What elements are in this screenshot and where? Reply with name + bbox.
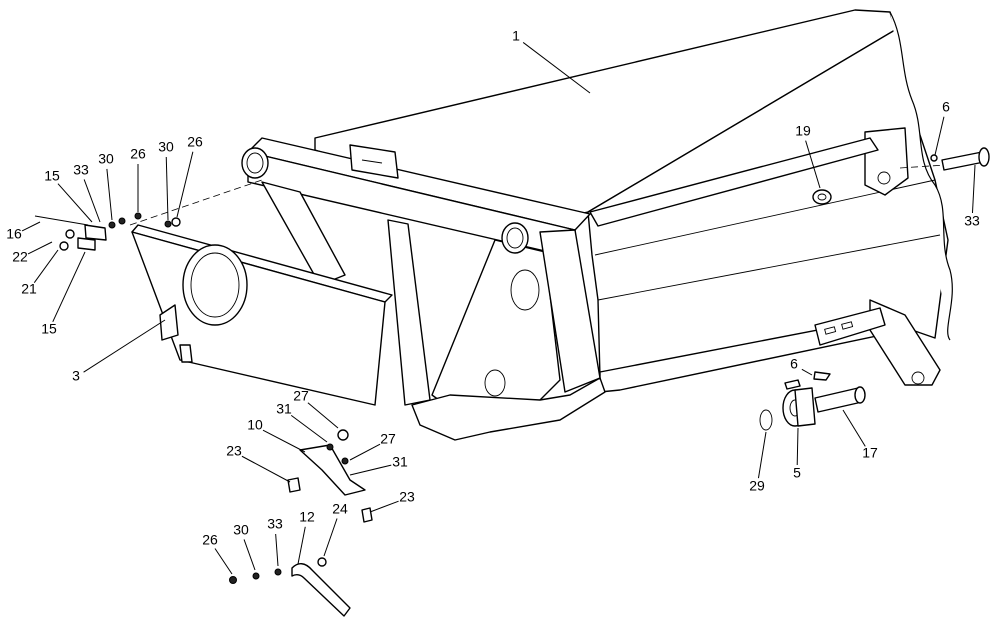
- callout-label-17: 17: [862, 445, 878, 461]
- leader-line-30: [106, 168, 113, 221]
- callout-label-27: 27: [380, 431, 396, 447]
- part-10-bracket: [287, 429, 373, 523]
- tube-end-right: [501, 222, 529, 254]
- callout-label-31: 31: [392, 454, 408, 470]
- leader-line-26: [176, 151, 194, 218]
- leader-line-30: [165, 156, 169, 221]
- leader-line-27: [349, 443, 381, 461]
- hinge-hardware: [34, 212, 181, 251]
- leader-line-17: [842, 409, 866, 447]
- leader-line-1: [522, 42, 591, 94]
- part-3-cover-panel: [131, 224, 393, 406]
- leader-line-23: [241, 455, 291, 483]
- leader-line-31: [349, 464, 392, 476]
- leader-line-30: [243, 539, 256, 571]
- leader-line-10: [262, 429, 306, 453]
- leader-line-12: [297, 526, 306, 565]
- callout-label-21: 21: [21, 281, 37, 297]
- leader-line-33: [275, 533, 279, 567]
- leader-line-24: [323, 518, 338, 557]
- callout-label-33: 33: [73, 162, 89, 178]
- leader-line-22: [27, 241, 53, 255]
- callout-label-27: 27: [293, 388, 309, 404]
- leader-line-15: [57, 183, 93, 223]
- callout-label-15: 15: [44, 168, 60, 184]
- callout-label-23: 23: [226, 443, 242, 459]
- callout-label-26: 26: [202, 532, 218, 548]
- callout-label-30: 30: [233, 522, 249, 538]
- tube-end-left: [241, 147, 269, 179]
- lower-pin-assembly: [759, 371, 866, 431]
- callout-label-1: 1: [512, 28, 520, 44]
- callout-label-24: 24: [332, 501, 348, 517]
- callout-label-5: 5: [793, 465, 801, 481]
- callout-label-15: 15: [41, 321, 57, 337]
- leader-line-33: [83, 179, 101, 223]
- part-33-pin: [941, 147, 990, 171]
- callout-label-23: 23: [399, 489, 415, 505]
- leader-line-29: [757, 431, 767, 479]
- callout-label-22: 22: [12, 249, 28, 265]
- leader-line-5: [796, 427, 799, 466]
- leader-line-19: [805, 140, 821, 189]
- callout-label-26: 26: [187, 134, 203, 150]
- part-12-handle: [229, 557, 351, 617]
- callout-label-33: 33: [964, 213, 980, 229]
- part-6-clip-upper: [930, 154, 938, 162]
- leader-line-21: [33, 249, 59, 284]
- frame-bottom-hopper: [411, 377, 606, 441]
- frame-center-post: [387, 219, 431, 406]
- main-body: [241, 9, 953, 441]
- leader-line-3: [83, 319, 166, 373]
- part-19-spacer: [812, 189, 832, 205]
- callout-label-16: 16: [6, 226, 22, 242]
- frame-left-leg: [261, 181, 346, 286]
- callout-label-31: 31: [276, 401, 292, 417]
- callout-label-29: 29: [749, 478, 765, 494]
- alignment-line: [129, 179, 263, 226]
- pivot-plate-upper: [864, 127, 909, 196]
- slotted-plate: [814, 307, 886, 346]
- callout-label-30: 30: [98, 151, 114, 167]
- callout-label-19: 19: [795, 123, 811, 139]
- callout-label-12: 12: [299, 509, 315, 525]
- leader-line-26: [214, 548, 233, 575]
- leader-line-6: [934, 116, 945, 156]
- leader-line-6: [801, 368, 813, 376]
- body-torn-edge: [889, 11, 953, 341]
- callout-label-33: 33: [267, 516, 283, 532]
- callout-label-6: 6: [790, 356, 798, 372]
- leader-line-23: [369, 500, 399, 513]
- leader-line-15: [52, 251, 86, 323]
- leader-line-27: [307, 402, 339, 429]
- leader-line-16: [21, 221, 41, 232]
- callout-label-10: 10: [247, 417, 263, 433]
- leader-line-31: [290, 414, 328, 443]
- shaft: [589, 137, 879, 227]
- callout-label-30: 30: [158, 139, 174, 155]
- leader-line-33: [971, 164, 976, 214]
- callout-label-26: 26: [130, 146, 146, 162]
- callout-label-3: 3: [72, 368, 80, 384]
- callout-label-6: 6: [942, 99, 950, 115]
